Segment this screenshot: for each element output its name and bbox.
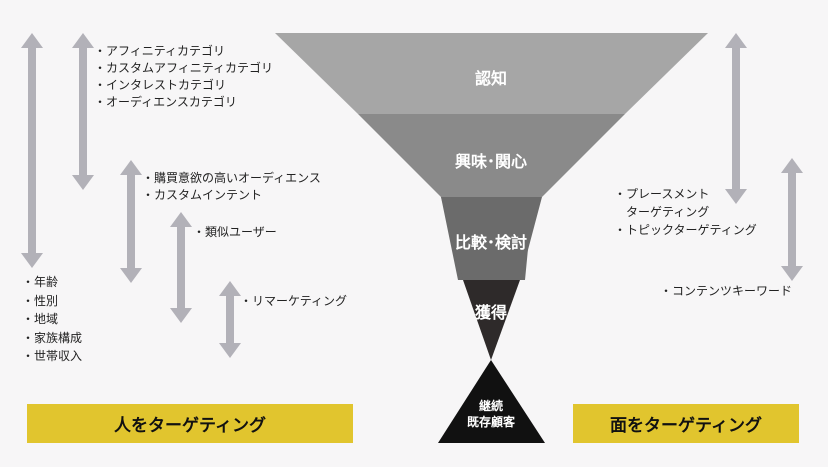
arrow-affinity xyxy=(72,33,94,190)
list-item: ・アフィニティカテゴリ xyxy=(94,44,226,58)
funnel-bottom-line1: 継続 xyxy=(479,398,503,413)
funnel-stage-interest xyxy=(358,114,625,197)
list-intent: ・購買意欲の高いオーディエンス ・カスタムインテント xyxy=(142,170,321,204)
banner-target-people: 人をターゲティング xyxy=(27,404,353,443)
funnel-label-interest: 興味･関心 xyxy=(455,152,527,171)
funnel-label-consideration: 比較･検討 xyxy=(455,233,527,252)
list-item: ・年齢 xyxy=(22,275,59,289)
arrow-similar xyxy=(170,212,192,323)
arrow-intent xyxy=(120,160,142,283)
banner-target-placements: 面をターゲティング xyxy=(573,404,799,443)
list-affinity: ・アフィニティカテゴリ ・カスタムアフィニティカテゴリ ・インタレストカテゴリ … xyxy=(94,43,273,111)
arrow-keyword xyxy=(781,158,803,281)
funnel-label-awareness: 認知 xyxy=(475,69,507,88)
list-item: ・リマーケティング xyxy=(240,294,348,308)
list-item: ・類似ユーザー xyxy=(193,225,277,239)
list-item: ・インタレストカテゴリ xyxy=(94,78,227,92)
funnel-stage-consideration-fill xyxy=(441,197,542,280)
list-item: ・カスタムアフィニティカテゴリ xyxy=(94,61,274,75)
funnel-bottom-line2: 既存顧客 xyxy=(467,414,516,429)
arrow-placement xyxy=(725,33,747,204)
funnel-bottom-triangle xyxy=(438,360,545,443)
funnel-stage-awareness xyxy=(275,33,708,114)
list-item: ・購買意欲の高いオーディエンス xyxy=(142,171,321,185)
arrows-left xyxy=(21,33,241,358)
arrow-remarketing xyxy=(219,281,241,358)
list-similar: ・類似ユーザー xyxy=(193,224,277,241)
list-item: ・性別 xyxy=(22,293,59,308)
list-item: ・コンテンツキーワード xyxy=(660,284,793,298)
funnel-label-acquisition: 獲得 xyxy=(475,303,507,322)
list-placement: ・プレースメント ターゲティング ・トピックターゲティング xyxy=(614,185,757,239)
list-item: ・カスタムインテント xyxy=(142,188,263,202)
arrows-right xyxy=(725,33,803,281)
list-item: ・トピックターゲティング xyxy=(614,223,757,237)
funnel-stage-acquisition xyxy=(463,280,520,360)
list-item: ターゲティング xyxy=(614,205,710,219)
list-item: ・プレースメント xyxy=(614,187,710,201)
list-item: ・地域 xyxy=(22,312,59,326)
list-item: ・世帯収入 xyxy=(22,349,83,363)
list-remarketing: ・リマーケティング xyxy=(240,293,347,310)
list-keyword: ・コンテンツキーワード xyxy=(660,283,792,300)
list-item: ・オーディエンスカテゴリ xyxy=(94,95,237,109)
list-demographics: ・年齢 ・性別 ・地域 ・家族構成 ・世帯収入 xyxy=(22,273,82,366)
arrow-demographics xyxy=(21,33,43,268)
list-item: ・家族構成 xyxy=(22,330,83,345)
